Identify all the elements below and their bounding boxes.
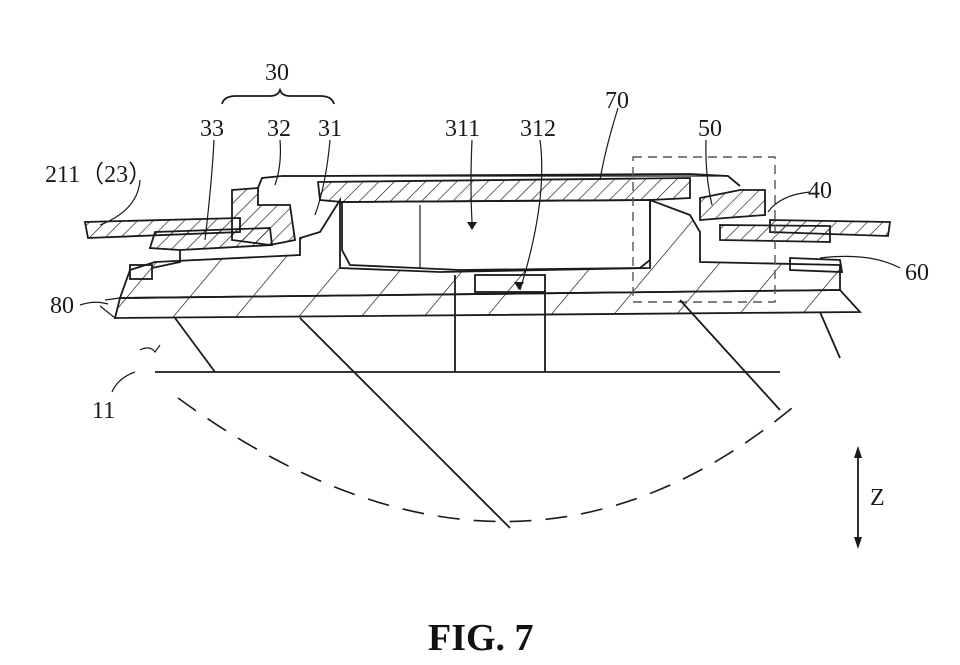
- z-axis-arrow-down: [854, 537, 862, 549]
- leader-70: [600, 108, 618, 180]
- label-31: 31: [318, 116, 342, 142]
- label-30: 30: [265, 60, 289, 86]
- label-33: 33: [200, 116, 224, 142]
- z-axis-arrow-up: [854, 446, 862, 458]
- gasket-33: [150, 228, 272, 250]
- leader-80: [80, 302, 108, 305]
- label-32: 32: [267, 116, 291, 142]
- arrow-311: [467, 222, 477, 230]
- label-211: 211（23）: [45, 162, 152, 188]
- label-312: 312: [520, 116, 556, 142]
- leader-32: [275, 140, 280, 185]
- label-z: Z: [870, 485, 885, 511]
- lens-diag: [300, 318, 510, 528]
- label-60: 60: [905, 260, 929, 286]
- lens-wave: [140, 345, 160, 352]
- label-11: 11: [92, 398, 115, 424]
- leader-31: [315, 140, 330, 215]
- label-70: 70: [605, 88, 629, 114]
- cavity-311: [342, 200, 650, 270]
- bracket-30: [222, 90, 334, 104]
- lens-diag-r: [680, 300, 780, 410]
- lens-edge-left: [175, 318, 215, 372]
- leader-11: [112, 372, 135, 392]
- leader-312: [520, 140, 542, 290]
- cover-70: [318, 178, 690, 202]
- label-80: 80: [50, 293, 74, 319]
- label-40: 40: [808, 178, 832, 204]
- figure-caption: FIG. 7: [428, 617, 534, 659]
- label-311: 311: [445, 116, 480, 142]
- lens-edge-right: [820, 312, 840, 358]
- label-50: 50: [698, 116, 722, 142]
